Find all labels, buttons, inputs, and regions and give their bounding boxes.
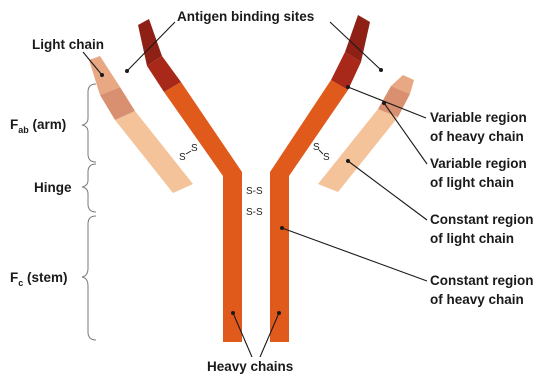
variable-light-leader xyxy=(384,103,427,164)
constant-heavy-label-2: of heavy chain xyxy=(430,292,524,307)
antigen-leader-right-dot xyxy=(379,68,383,72)
constant-light-leader xyxy=(348,161,427,220)
constant-light-label-2: of light chain xyxy=(430,231,514,246)
hinge-bracket xyxy=(82,164,96,212)
light-chain-label: Light chain xyxy=(32,37,104,52)
fab-bracket xyxy=(82,84,96,162)
constant-heavy-label-1: Constant region xyxy=(430,273,534,288)
heavy-chain-stem-right xyxy=(270,172,289,342)
constant-light-label-1: Constant region xyxy=(430,212,534,227)
fab-label: Fab (arm) xyxy=(10,117,66,135)
light-chain-leader-dot xyxy=(100,73,104,77)
fc-label: Fc (stem) xyxy=(10,270,68,288)
heavy-chains-leader-right-dot xyxy=(277,311,281,315)
disulfide-hinge-2: S-S xyxy=(246,207,263,218)
disulfide-right-s2: S xyxy=(323,152,330,163)
antigen-leader-left-dot xyxy=(125,69,129,73)
disulfide-left-s1: S xyxy=(179,152,186,163)
antigen-binding-sites-label: Antigen binding sites xyxy=(177,9,314,24)
light-constant-region-right xyxy=(318,109,398,192)
disulfide-right-s1: S xyxy=(313,142,320,153)
fc-bracket xyxy=(82,216,96,340)
variable-heavy-label-2: of heavy chain xyxy=(430,129,524,144)
disulfide-hinge-1: S-S xyxy=(246,186,263,197)
constant-heavy-leader xyxy=(282,228,427,281)
variable-heavy-leader-dot xyxy=(346,85,350,89)
heavy-chains-leader-left-dot xyxy=(231,311,235,315)
heavy-chains-label: Heavy chains xyxy=(207,359,293,374)
disulfide-left-s2: S xyxy=(191,143,198,154)
constant-heavy-leader-dot xyxy=(280,226,284,230)
hinge-label: Hinge xyxy=(34,180,72,195)
heavy-chain-stem-left xyxy=(223,172,242,342)
variable-light-label-1: Variable region xyxy=(430,156,527,171)
variable-light-label-2: of light chain xyxy=(430,175,514,190)
variable-heavy-label-1: Variable region xyxy=(430,110,527,125)
variable-light-leader-dot xyxy=(382,101,386,105)
heavy-chain-arm-left xyxy=(164,82,242,176)
constant-light-leader-dot xyxy=(346,159,350,163)
